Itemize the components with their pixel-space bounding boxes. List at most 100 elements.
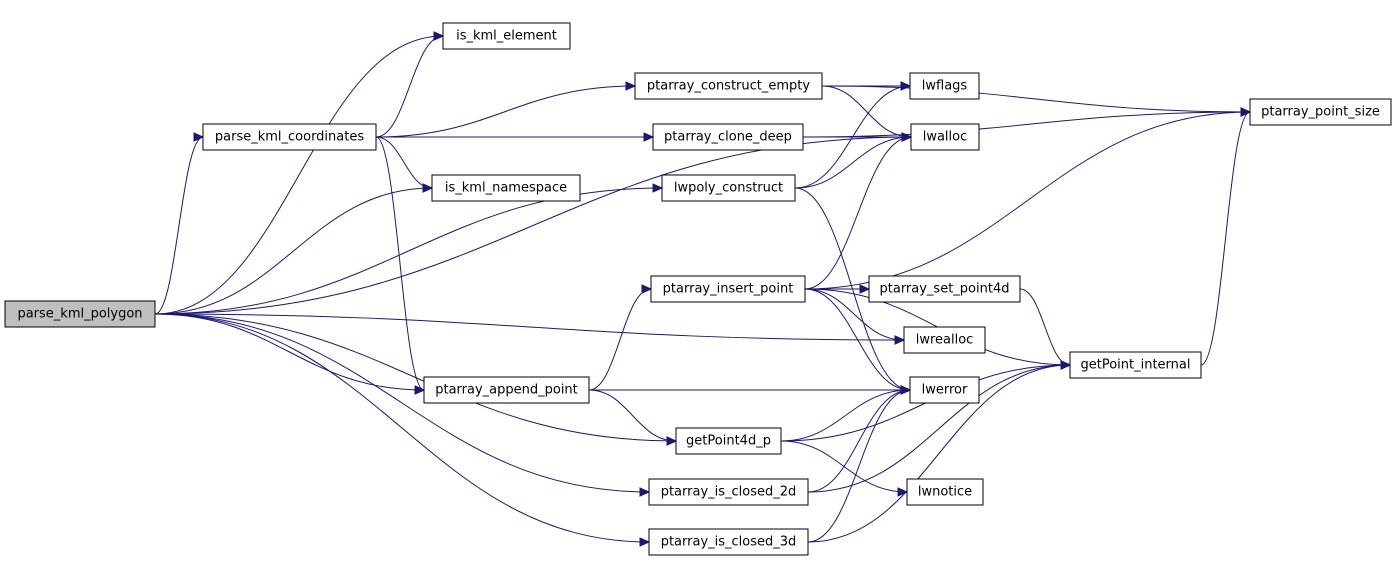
call-edge [154, 313, 425, 391]
arrowhead-icon [625, 81, 637, 91]
node-label: ptarray_append_point [435, 383, 578, 398]
node-label: ptarray_clone_deep [664, 130, 792, 145]
arrowhead-icon [901, 132, 913, 142]
node-box [4, 300, 156, 328]
arrowhead-icon [641, 284, 653, 294]
call-edge [154, 313, 905, 341]
call-edge [375, 85, 636, 138]
node-box [634, 72, 823, 100]
arrowhead-icon [1060, 360, 1072, 370]
node-ptarray-insert-point[interactable]: ptarray_insert_point [650, 275, 806, 303]
node-box [903, 326, 986, 354]
node-label: ptarray_is_closed_3d [661, 535, 797, 550]
arrowhead-icon [897, 487, 909, 497]
arrowhead-icon [1240, 107, 1252, 117]
call-edge [375, 136, 433, 189]
arrowhead-icon [639, 487, 651, 497]
call-edge [821, 85, 1251, 113]
node-is-kml-element[interactable]: is_kml_element [442, 22, 571, 50]
call-edge [804, 136, 912, 290]
node-box [442, 22, 571, 50]
node-label: ptarray_set_point4d [880, 282, 1010, 297]
node-lwrealloc[interactable]: lwrealloc [903, 326, 986, 354]
arrowhead-icon [894, 335, 906, 345]
node-label: ptarray_insert_point [663, 282, 794, 297]
arrowhead-icon [900, 385, 912, 395]
node-lwflags[interactable]: lwflags [909, 72, 980, 100]
call-edge [154, 313, 650, 493]
node-label: lwrealloc [916, 333, 974, 348]
node-label: lwpoly_construct [674, 181, 783, 196]
node-label: parse_kml_polygon [17, 307, 142, 322]
node-box [648, 478, 809, 506]
arrowhead-icon [643, 132, 655, 142]
node-label: ptarray_construct_empty [647, 79, 810, 94]
node-is-kml-namespace[interactable]: is_kml_namespace [431, 174, 581, 202]
call-edge [588, 288, 652, 391]
node-box [652, 123, 804, 151]
node-box [1249, 98, 1392, 126]
node-box [661, 174, 796, 202]
node-ptarray-construct-empty[interactable]: ptarray_construct_empty [634, 72, 823, 100]
node-ptarray-append-point[interactable]: ptarray_append_point [423, 376, 590, 404]
node-parse-kml-polygon[interactable]: parse_kml_polygon [4, 300, 156, 328]
call-edge [375, 136, 425, 391]
node-label: is_kml_namespace [445, 181, 567, 196]
node-lwalloc[interactable]: lwalloc [910, 123, 980, 151]
node-ptarray-clone-deep[interactable]: ptarray_clone_deep [652, 123, 804, 151]
arrowhead-icon [666, 436, 678, 446]
call-edge [804, 111, 1251, 290]
call-edge [154, 313, 677, 442]
node-box [648, 528, 809, 556]
node-label: ptarray_is_closed_2d [661, 485, 797, 500]
arrowhead-icon [193, 132, 205, 142]
call-edge [1200, 111, 1251, 366]
node-label: getPoint_internal [1080, 358, 1190, 373]
call-edge [794, 85, 911, 189]
node-getpoint4d-p[interactable]: getPoint4d_p [675, 427, 782, 455]
node-ptarray-set-point4d[interactable]: ptarray_set_point4d [868, 275, 1021, 303]
call-edge [154, 35, 444, 315]
node-parse-kml-coordinates[interactable]: parse_kml_coordinates [202, 123, 377, 151]
node-box [906, 478, 984, 506]
node-box [868, 275, 1021, 303]
call-edge [821, 85, 912, 138]
arrowhead-icon [433, 31, 445, 41]
call-edge [588, 389, 677, 442]
arrowhead-icon [639, 537, 651, 547]
call-edge [375, 35, 444, 138]
node-lwnotice[interactable]: lwnotice [906, 478, 984, 506]
node-ptarray-is-closed-2d[interactable]: ptarray_is_closed_2d [648, 478, 809, 506]
node-label: lwerror [922, 383, 968, 398]
node-box [909, 72, 980, 100]
arrowhead-icon [652, 183, 664, 193]
node-getpoint-internal[interactable]: getPoint_internal [1069, 351, 1202, 379]
call-edge [804, 288, 911, 391]
call-edge [154, 136, 204, 315]
call-edge [804, 288, 905, 341]
node-lwpoly-construct[interactable]: lwpoly_construct [661, 174, 796, 202]
call-edge [807, 364, 1071, 493]
node-box [909, 376, 980, 404]
node-ptarray-point-size[interactable]: ptarray_point_size [1249, 98, 1392, 126]
node-label: ptarray_point_size [1261, 105, 1380, 120]
node-box [423, 376, 590, 404]
node-box [431, 174, 581, 202]
node-box [202, 123, 377, 151]
node-label: lwalloc [923, 130, 968, 145]
node-lwerror[interactable]: lwerror [909, 376, 980, 404]
arrowhead-icon [859, 284, 871, 294]
call-edge [794, 136, 912, 189]
call-edge [807, 364, 1071, 543]
arrowhead-icon [900, 81, 912, 91]
node-box [910, 123, 980, 151]
node-label: parse_kml_coordinates [215, 130, 364, 145]
call-edge [1019, 288, 1071, 366]
node-ptarray-is-closed-3d[interactable]: ptarray_is_closed_3d [648, 528, 809, 556]
node-label: getPoint4d_p [686, 434, 771, 449]
call-edge [154, 313, 650, 543]
node-box [1069, 351, 1202, 379]
arrowhead-icon [414, 385, 426, 395]
call-edge [807, 389, 911, 493]
